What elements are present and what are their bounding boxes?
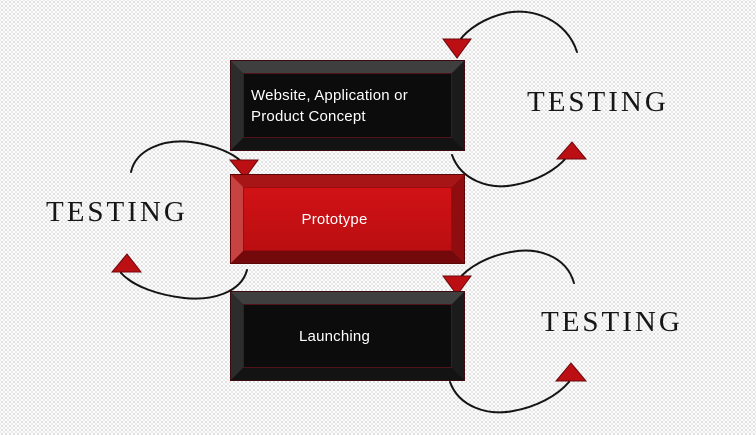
box-launching-label: Launching [298, 327, 371, 345]
box-face: Website, Application or Product Concept [243, 73, 452, 138]
testing-label-top-right: TESTING [527, 86, 669, 118]
arrowhead-up-testing-left-icon [110, 253, 143, 273]
arrowhead-up-testing-top-icon [555, 141, 588, 160]
testing-label-left: TESTING [46, 196, 188, 228]
arrowhead-down-concept-icon [442, 38, 472, 59]
box-launching: Launching [231, 292, 464, 380]
box-website-concept: Website, Application or Product Concept [231, 61, 464, 150]
box-face: Launching [243, 304, 452, 368]
arc-bottom-right-upper [457, 249, 575, 284]
arc-top-right-lower [451, 154, 568, 188]
arc-top-right-upper [458, 10, 578, 53]
box-prototype-label: Prototype [301, 210, 368, 228]
arc-bottom-right-lower [449, 381, 570, 414]
box-prototype: Prototype [231, 175, 464, 263]
box-website-concept-label: Website, Application or Product Concept [251, 86, 408, 125]
arc-left-upper [130, 140, 245, 173]
arrowhead-up-testing-bottom-icon [554, 362, 588, 382]
arc-left-lower [120, 269, 248, 300]
box-face: Prototype [243, 187, 452, 251]
testing-label-bottom-right: TESTING [541, 306, 683, 338]
